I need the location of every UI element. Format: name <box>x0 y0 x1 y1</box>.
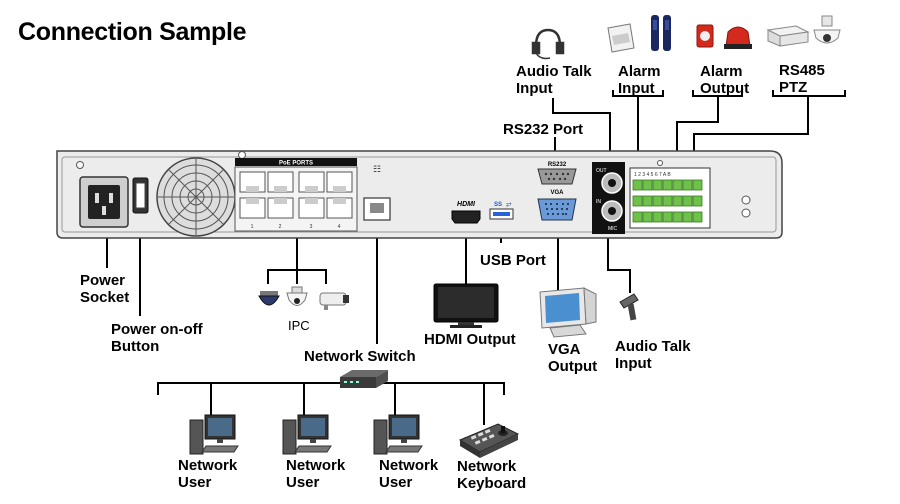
hdmi-monitor-icon <box>433 283 499 328</box>
network-keyboard-icon <box>458 423 520 458</box>
port-number: 3 <box>310 224 313 230</box>
usb-logo: SS <box>494 202 502 208</box>
label-vga-output: VGA Output <box>548 341 598 375</box>
label-network-user-1: Network User <box>178 457 238 491</box>
power-socket <box>79 176 129 228</box>
vga-text: VGA <box>550 190 564 196</box>
port-number: 4 <box>338 224 341 230</box>
poe-ports-title: PoE PORTS <box>279 161 313 167</box>
line-rs485 <box>693 96 809 160</box>
connection-lines <box>106 90 846 425</box>
lan-symbol-icon: ☷ <box>373 164 381 174</box>
usb-port: SS ⥂ <box>489 201 514 220</box>
crt-monitor-icon <box>539 287 597 338</box>
rs232-port: RS232 <box>537 162 577 185</box>
port-number: 1 <box>251 224 254 230</box>
screw-icon <box>238 151 246 159</box>
microphone-icon <box>619 293 639 321</box>
network-switch-icon <box>340 370 388 388</box>
network-bus <box>157 382 505 395</box>
label-audio-talk-input-top: Audio Talk Input <box>516 63 592 97</box>
speed-dome-icon <box>813 15 841 44</box>
audio-in-text: IN <box>596 199 601 205</box>
alarm-terminal-block: 1 2 3 4 5 6 7 A B <box>629 167 711 229</box>
hdmi-port: HDMI <box>451 201 481 224</box>
screw-icon <box>741 195 751 205</box>
label-network-user-3: Network User <box>379 457 439 491</box>
computer-icon <box>189 414 239 455</box>
decoder-box-icon <box>766 25 810 47</box>
svg-text:1 2 3 4 5 6 7 A B: 1 2 3 4 5 6 7 A B <box>634 172 671 178</box>
power-switch <box>132 177 149 214</box>
pir-detector-icon <box>607 23 635 53</box>
port-number: 2 <box>279 224 282 230</box>
hdmi-logo: HDMI <box>457 201 476 208</box>
audio-jack-block: OUT IN MIC <box>592 162 625 234</box>
bullet-camera-icon <box>319 292 349 310</box>
strobe-light-icon <box>724 26 752 49</box>
page-title: Connection Sample <box>18 18 247 46</box>
screw-icon <box>76 161 84 169</box>
beam-sensor-icon <box>651 15 671 51</box>
label-hdmi-output: HDMI Output <box>424 331 516 348</box>
speed-dome-camera-icon <box>286 286 308 306</box>
label-network-switch: Network Switch <box>304 348 416 365</box>
rs232-text: RS232 <box>548 162 567 168</box>
line-mic <box>607 232 631 293</box>
mic-text: MIC <box>608 226 618 232</box>
line-poe-ipc <box>267 232 298 284</box>
label-power-button: Power on-off Button <box>111 321 203 355</box>
headset-icon <box>531 28 565 60</box>
line-audio-top <box>552 98 611 158</box>
line-poe-ipc-b <box>297 269 327 284</box>
computer-icon <box>282 414 332 455</box>
screw-icon <box>741 208 751 218</box>
label-power-socket: Power Socket <box>80 272 130 306</box>
label-audio-talk-input-bottom: Audio Talk Input <box>615 338 691 372</box>
label-alarm-output: Alarm Output <box>700 63 750 97</box>
lan-port: ☷ <box>363 164 391 221</box>
usb-trident-icon: ⥂ <box>506 201 512 208</box>
nvr-rear-panel: PoE PORTS <box>56 150 783 239</box>
label-usb-port: USB Port <box>480 252 546 269</box>
audio-out-text: OUT <box>596 168 607 174</box>
label-network-user-2: Network User <box>286 457 346 491</box>
poe-port-block: PoE PORTS <box>234 158 358 232</box>
dome-camera-icon <box>258 291 280 306</box>
alarm-bell-icon <box>696 24 714 48</box>
label-rs232-port: RS232 Port <box>503 121 584 138</box>
fan-grille <box>156 157 236 237</box>
computer-icon <box>373 414 423 455</box>
vga-port: VGA <box>537 190 577 221</box>
label-alarm-input: Alarm Input <box>618 63 661 97</box>
label-ipc: IPC <box>288 318 310 333</box>
label-network-keyboard: Network Keyboard <box>457 458 527 492</box>
line-alarm-output <box>676 96 719 160</box>
label-rs485-ptz: RS485 PTZ <box>779 62 825 96</box>
